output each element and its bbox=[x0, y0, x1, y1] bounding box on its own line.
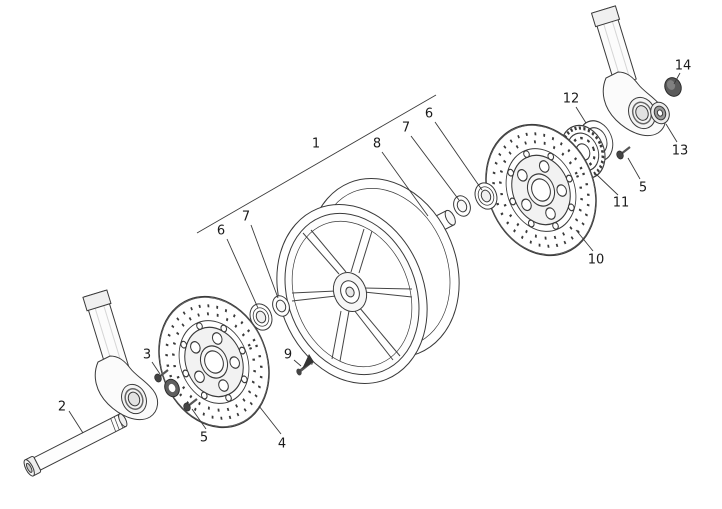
front-axle bbox=[23, 413, 128, 477]
callout-leader-5-14 bbox=[627, 157, 641, 180]
front-wheel bbox=[276, 178, 460, 384]
axle-washer bbox=[164, 378, 180, 398]
part-callout-11-12: 11 bbox=[613, 196, 630, 211]
callout-leader-7-6 bbox=[250, 224, 279, 299]
part-callout-7-6: 7 bbox=[242, 210, 250, 225]
direction-arrow-icon bbox=[302, 354, 314, 369]
callout-leader-8-8 bbox=[381, 151, 429, 217]
part-callout-1-0: 1 bbox=[312, 137, 320, 152]
part-callout-5-4: 5 bbox=[200, 431, 208, 446]
index-leader-line bbox=[196, 94, 437, 234]
fork-leg-right bbox=[590, 5, 666, 137]
wheel-bearing-right bbox=[474, 182, 498, 210]
part-callout-6-5: 6 bbox=[217, 224, 225, 239]
callout-leader-13-15 bbox=[665, 123, 678, 143]
brake-disc-left bbox=[138, 278, 290, 446]
part-callout-3-2: 3 bbox=[143, 348, 151, 363]
wheel-hub bbox=[332, 272, 368, 312]
callout-leader-11-12 bbox=[595, 173, 619, 196]
part-callout-10-11: 10 bbox=[588, 253, 605, 268]
callout-leader-10-11 bbox=[575, 229, 594, 252]
part-callout-4-3: 4 bbox=[278, 437, 286, 452]
part-callout-2-1: 2 bbox=[58, 400, 66, 415]
callout-leader-6-10 bbox=[434, 121, 483, 191]
spacer-right bbox=[453, 195, 471, 217]
sensor-bolt bbox=[616, 146, 631, 160]
callout-leader-2-1 bbox=[68, 410, 84, 434]
valve bbox=[296, 354, 314, 376]
axle-nut bbox=[664, 77, 682, 97]
fork-leg-left bbox=[82, 289, 158, 421]
callout-leader-3-2 bbox=[151, 361, 161, 375]
part-callout-7-9: 7 bbox=[402, 121, 410, 136]
wheel-bearing-left bbox=[249, 303, 273, 331]
part-callout-12-13: 12 bbox=[563, 92, 580, 107]
callout-leader-12-13 bbox=[575, 106, 587, 124]
part-callout-14-16: 14 bbox=[675, 59, 692, 74]
axle-cap bbox=[650, 101, 670, 125]
callout-leader-4-3 bbox=[258, 405, 282, 435]
part-callout-5-14: 5 bbox=[639, 181, 647, 196]
part-callout-8-8: 8 bbox=[373, 137, 381, 152]
callout-leader-6-5 bbox=[226, 238, 259, 309]
callout-leader-7-9 bbox=[410, 135, 460, 201]
part-callout-13-15: 13 bbox=[672, 144, 689, 159]
spacer-left bbox=[272, 295, 290, 317]
part-callout-9-7: 9 bbox=[284, 348, 292, 363]
callout-leader-14-16 bbox=[673, 72, 681, 85]
callout-leader-9-7 bbox=[293, 359, 302, 367]
wheel-spokes bbox=[291, 228, 413, 362]
disc-bolt bbox=[183, 398, 198, 412]
fork-screw bbox=[154, 369, 169, 383]
callout-leader-5-4 bbox=[191, 408, 207, 430]
part-callout-6-10: 6 bbox=[425, 107, 433, 122]
